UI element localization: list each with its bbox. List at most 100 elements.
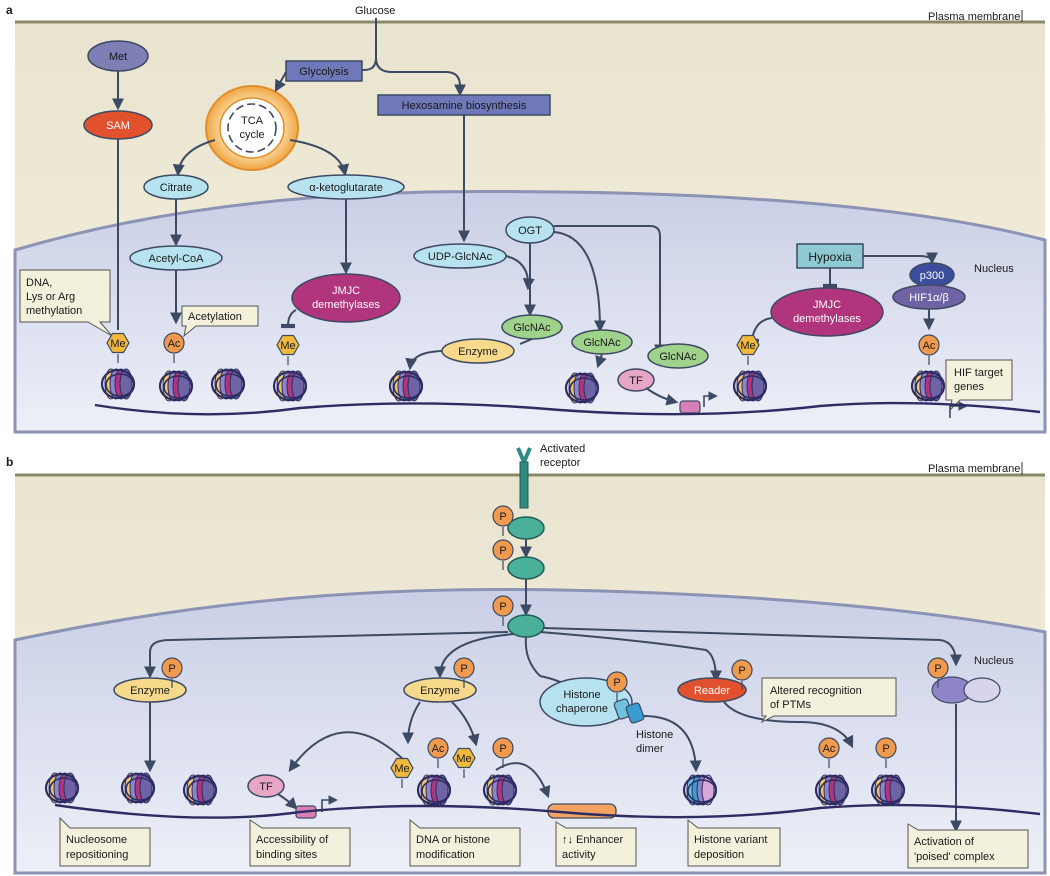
binding-site-a	[679, 400, 701, 414]
nucleus-b	[13, 588, 1047, 875]
methylation-callout	[19, 269, 113, 337]
nucleosome	[272, 370, 308, 402]
histone-chaperone-line2: chaperone	[556, 703, 608, 715]
hif1-label: HIF1α/β	[909, 292, 949, 304]
nucleosome	[120, 772, 156, 804]
histone-variant-line2: deposition	[694, 849, 744, 861]
nucleosome	[416, 774, 452, 806]
phospho-mark: P	[492, 505, 514, 536]
acetylation-callout	[181, 305, 259, 338]
svg-text:P: P	[738, 665, 745, 677]
methylation-line2: Lys or Arg	[26, 291, 75, 303]
tca-label-1: TCA	[241, 115, 264, 127]
tf-label-a: TF	[629, 375, 643, 387]
nucleosome-repositioning-line1: Nucleosome	[66, 834, 127, 846]
altered-recognition-callout	[760, 677, 897, 724]
panel-a: a Plasma membrane Nucleus Glucose Met SA…	[6, 3, 1047, 434]
accessibility-line1: Accessibility of	[256, 834, 329, 846]
histone-dimer-line1: Histone	[636, 729, 673, 741]
alpha-ketoglutarate-label: α-ketoglutarate	[309, 182, 383, 194]
activated-receptor-line1: Activated	[540, 443, 585, 455]
svg-text:P: P	[499, 545, 506, 557]
histone-chaperone-line1: Histone	[563, 689, 600, 701]
enzyme-node-b-mid	[403, 677, 477, 703]
citrate-label: Citrate	[160, 182, 192, 194]
ac-mark: Ac	[818, 737, 840, 768]
hypoxia-box	[796, 243, 864, 269]
tca-label-2: cycle	[239, 129, 264, 141]
nucleosome	[814, 774, 850, 806]
jmjc-right-line2: demethylases	[793, 313, 861, 325]
poised-complex-callout	[907, 823, 1029, 869]
altered-recognition-line1: Altered recognition	[770, 685, 862, 697]
poised-complex-line2: 'poised' complex	[914, 851, 995, 863]
kinase-2	[507, 556, 545, 580]
me-mark: Me	[736, 334, 760, 365]
phospho-mark: P	[492, 737, 514, 768]
nucleosome	[100, 368, 136, 400]
hexosamine-label: Hexosamine biosynthesis	[402, 100, 527, 112]
nucleus-label-a: Nucleus	[974, 263, 1014, 275]
dna-strand-a	[94, 401, 1041, 416]
svg-text:P: P	[499, 743, 506, 755]
tf-node-a	[617, 368, 655, 392]
svg-text:P: P	[460, 663, 467, 675]
svg-text:Ac: Ac	[823, 743, 836, 755]
nucleosome	[732, 370, 768, 402]
ac-mark: Ac	[163, 332, 185, 363]
hif-target-line1: HIF target	[954, 367, 1003, 379]
nucleosomes-b	[44, 772, 906, 806]
accessibility-line2: binding sites	[256, 849, 318, 861]
tca-cycle-icon	[227, 103, 277, 153]
plasma-membrane-label-b: Plasma membrane	[928, 463, 1020, 475]
phospho-mark: P	[731, 659, 753, 690]
enzyme-label-a: Enzyme	[458, 346, 498, 358]
reader-node	[677, 677, 747, 703]
panel-b-letter: b	[6, 455, 13, 469]
dna-histone-modification-callout	[409, 818, 521, 867]
dna-histone-modification-line2: modification	[416, 849, 475, 861]
histone-variant-line1: Histone variant	[694, 834, 767, 846]
phospho-mark: P	[606, 671, 628, 702]
poised-complex-top	[931, 676, 1001, 704]
glucose-label: Glucose	[355, 5, 395, 17]
enhancer-activity-callout	[555, 821, 637, 867]
glcnac-label-2: GlcNAc	[583, 337, 621, 349]
tf-node-b	[247, 774, 285, 798]
phospho-mark: P	[875, 737, 897, 768]
met-label: Met	[109, 51, 127, 63]
nucleosome	[158, 370, 194, 402]
nucleosome	[210, 368, 246, 400]
svg-text:Me: Me	[456, 753, 471, 765]
histone-dimer-line2: dimer	[636, 743, 664, 755]
poised-complex-line1: Activation of	[914, 836, 975, 848]
svg-text:Ac: Ac	[432, 743, 445, 755]
phospho-mark: P	[492, 595, 514, 626]
svg-text:Me: Me	[394, 763, 409, 775]
hypoxia-label: Hypoxia	[808, 250, 852, 264]
histone-chaperone-node	[539, 677, 633, 727]
svg-text:Me: Me	[280, 340, 295, 352]
glycolysis-box	[285, 60, 363, 82]
tf-label-b: TF	[259, 781, 273, 793]
nucleosome	[44, 772, 80, 804]
me-mark: Me	[276, 334, 300, 365]
jmjc-left-line1: JMJC	[332, 285, 360, 297]
sam-label: SAM	[106, 120, 130, 132]
altered-recognition-line2: of PTMs	[770, 699, 811, 711]
receptor-icon	[516, 447, 532, 468]
ogt-label: OGT	[518, 225, 542, 237]
acetylation-label: Acetylation	[188, 311, 242, 323]
methylation-line3: methylation	[26, 305, 82, 317]
panel-b: b Plasma membrane Nucleus Activated rece…	[6, 443, 1047, 875]
phospho-mark: P	[492, 539, 514, 570]
svg-text:Ac: Ac	[168, 338, 181, 350]
nucleosome	[388, 370, 424, 402]
acetyl-coa-label: Acetyl-CoA	[148, 253, 204, 265]
svg-text:P: P	[168, 663, 175, 675]
glycolysis-label: Glycolysis	[299, 66, 349, 78]
ac-mark: Ac	[918, 334, 940, 365]
nucleosome	[682, 774, 718, 806]
